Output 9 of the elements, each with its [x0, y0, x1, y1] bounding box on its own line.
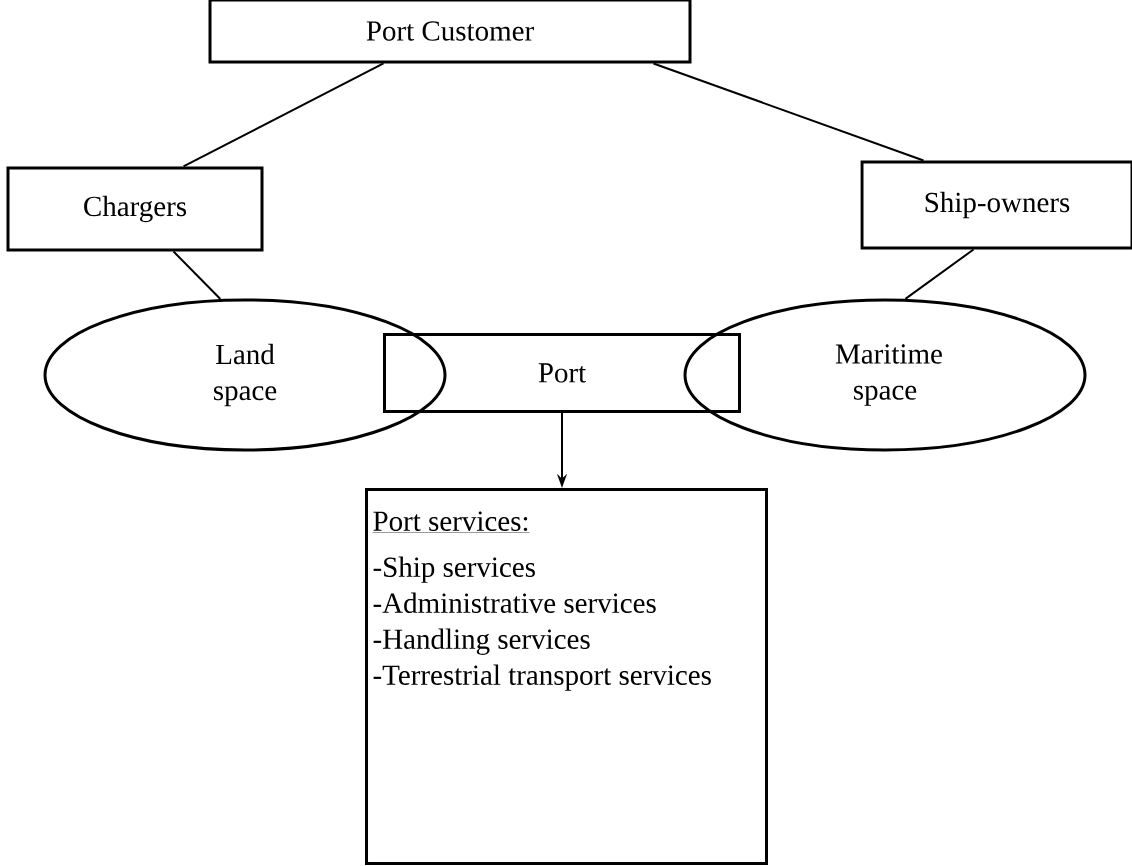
process-box: Port Customer — [208, 0, 692, 64]
process-box: Chargers — [6, 166, 264, 252]
process-box: Ship-owners — [860, 160, 1132, 250]
connector-line — [172, 250, 222, 301]
connector-line — [652, 62, 925, 162]
connector-line — [182, 62, 385, 168]
services-box: Port services: -Ship services -Administrative services -Handling services -Terrestrial transport services — [365, 488, 768, 865]
process-box: Port — [383, 333, 741, 413]
connector-line — [904, 248, 975, 300]
